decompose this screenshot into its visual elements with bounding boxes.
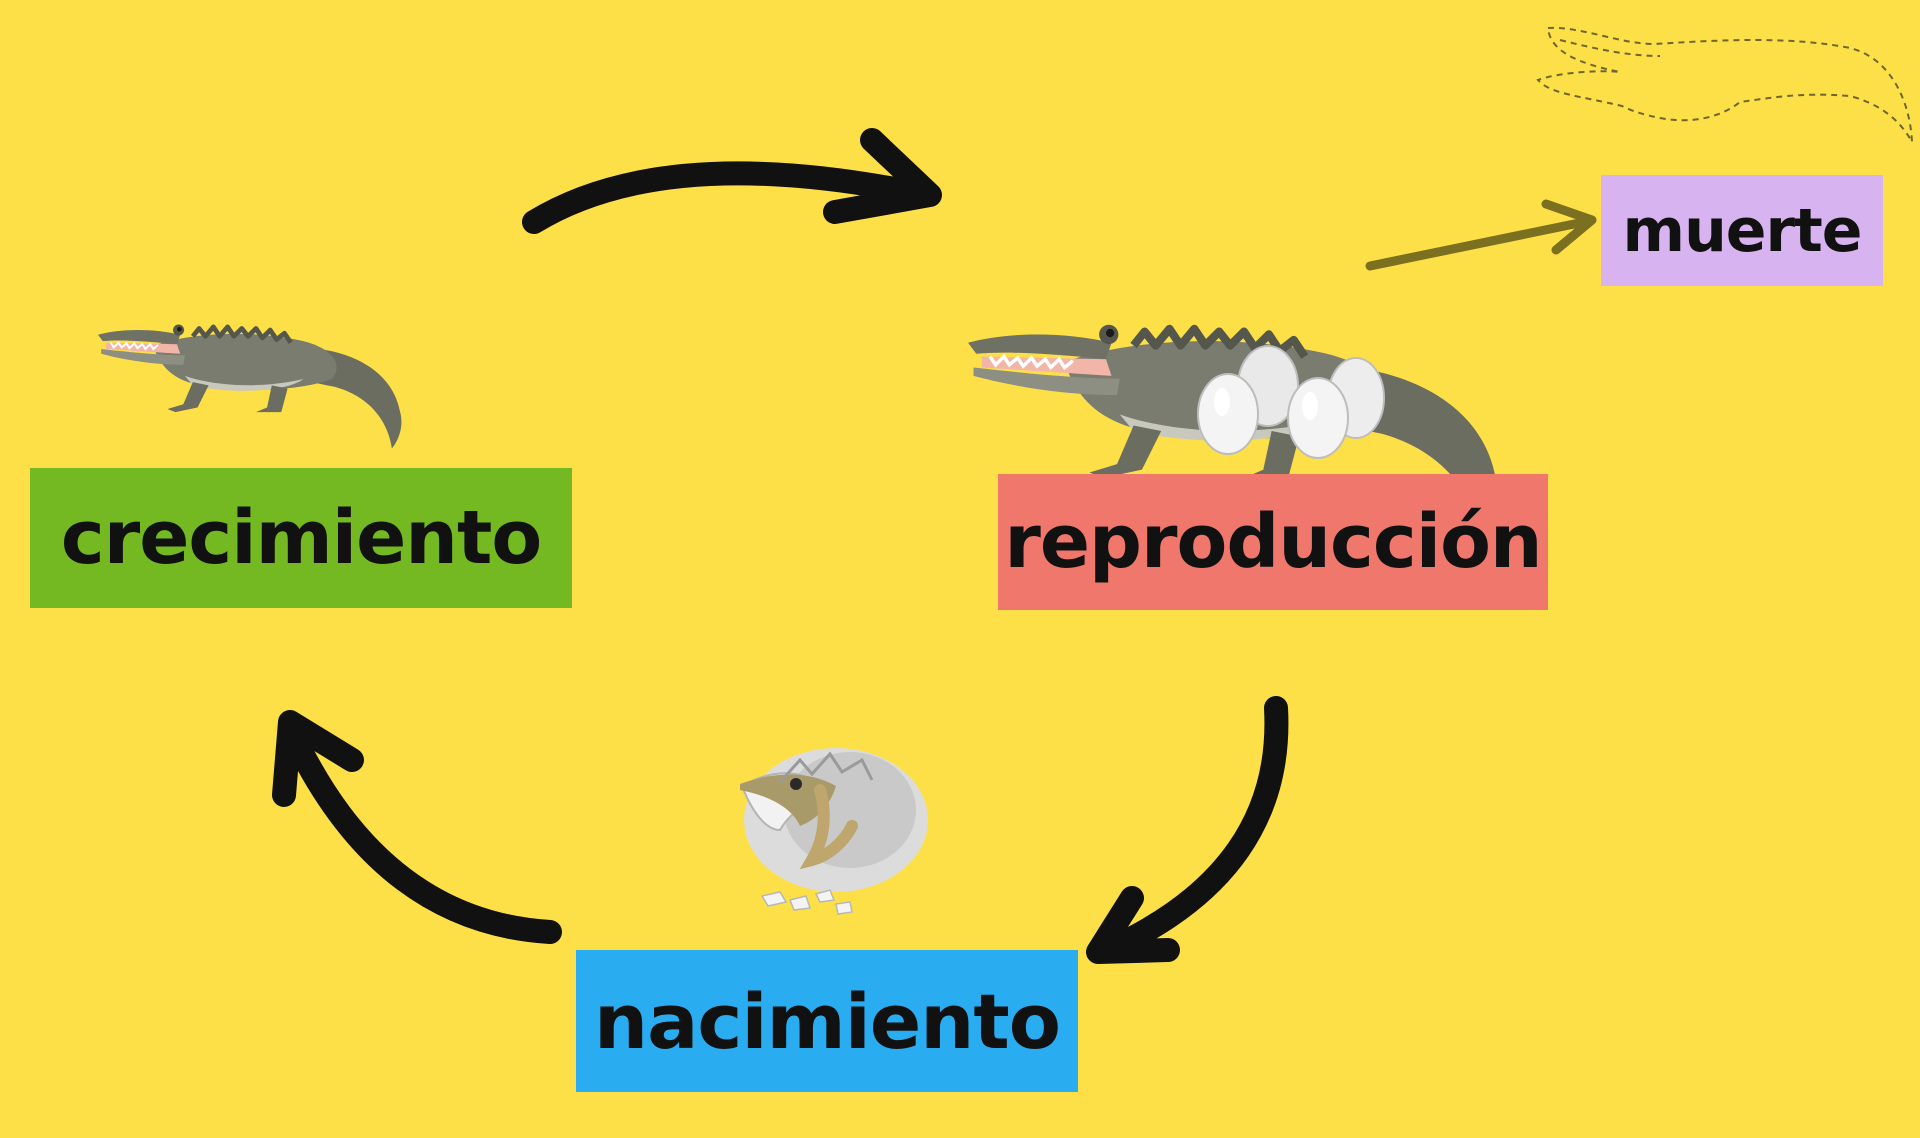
hatching-egg-icon: [740, 748, 928, 915]
adult-crocodile-icon: [98, 324, 401, 448]
arrow-growth-to-reproduction: [522, 128, 942, 234]
stage-label-reproduction: reproducción: [998, 474, 1548, 610]
egg-icon: [1197, 345, 1385, 459]
crocodile-with-eggs-icon: [968, 325, 1498, 542]
stage-label-birth: nacimiento: [576, 950, 1078, 1092]
stage-label-growth: crecimiento: [30, 468, 572, 608]
dashed-crocodile-outline-icon: [1536, 26, 1913, 143]
stage-label-death: muerte: [1601, 175, 1883, 286]
arrow-reproduction-to-death: [1365, 199, 1597, 271]
arrow-birth-to-growth: [272, 710, 562, 944]
arrow-reproduction-to-birth: [1086, 696, 1289, 964]
